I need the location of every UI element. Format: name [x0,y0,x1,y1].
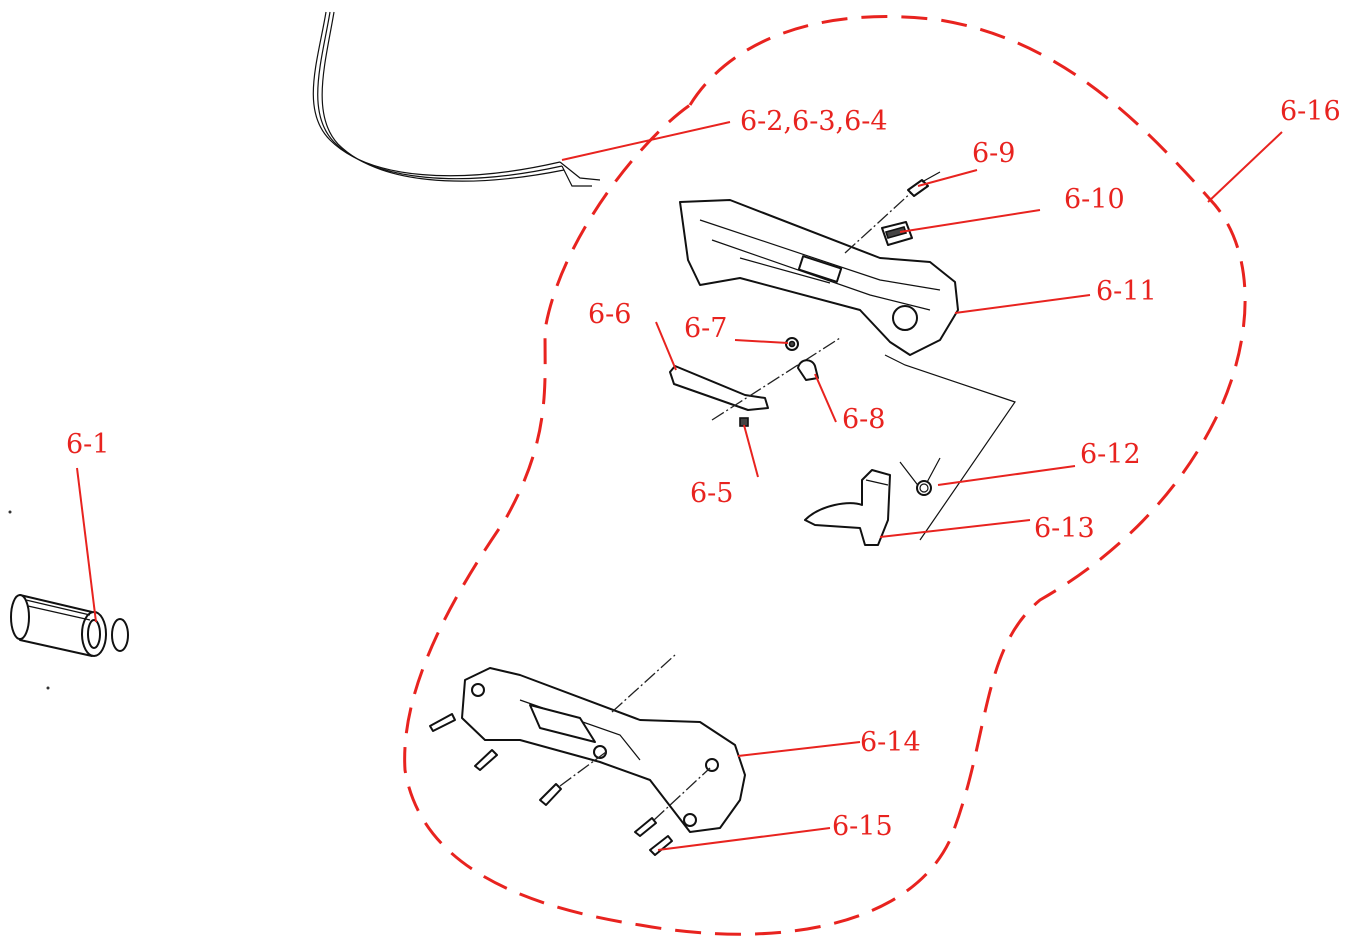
sleeve-tube-part [10,594,107,657]
label-6-15: 6-15 [832,811,893,842]
nut-part [785,337,799,351]
power-cable-part [312,11,601,187]
lower-housing-part [461,654,746,833]
small-screw-part [739,417,749,427]
label-6-2-6-3-6-4: 6-2,6-3,6-4 [740,106,888,137]
label-6-12: 6-12 [1080,439,1141,470]
label-6-10: 6-10 [1064,184,1125,215]
housing-screws-part [429,713,711,856]
trigger-part [804,469,891,546]
clip-part [797,359,819,381]
label-6-1: 6-1 [66,429,109,460]
label-6-11: 6-11 [1096,276,1157,307]
stray-mark [46,686,50,690]
label-6-8: 6-8 [842,404,885,435]
label-6-7: 6-7 [684,313,727,344]
label-6-5: 6-5 [690,478,733,509]
label-6-9: 6-9 [972,138,1015,169]
label-6-13: 6-13 [1034,513,1095,544]
assembly-boundary-dashed [403,15,1247,936]
callout-leaders [76,121,1283,851]
lock-lever-part [669,337,841,421]
torsion-spring-part [899,457,941,496]
o-ring-part [111,618,129,652]
switch-block-part [881,221,913,246]
label-6-14: 6-14 [860,727,921,758]
stray-mark [8,510,12,514]
label-6-6: 6-6 [588,299,631,330]
label-6-16: 6-16 [1280,96,1341,127]
assembly-guide-line [884,354,1016,541]
upper-housing-part [679,179,959,356]
